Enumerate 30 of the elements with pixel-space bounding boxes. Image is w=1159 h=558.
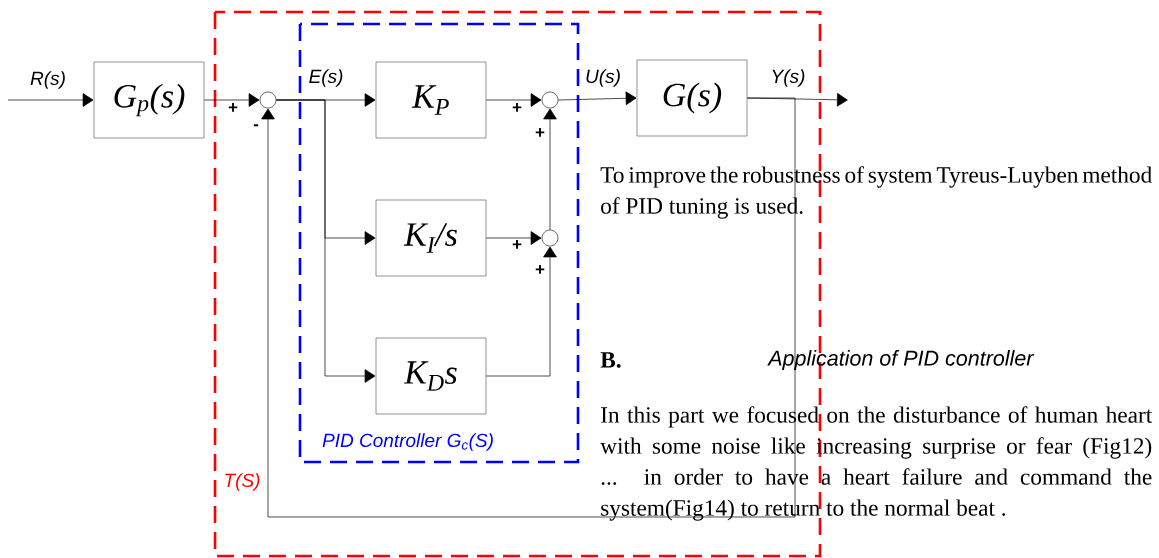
arrow [543,108,557,231]
sign-label: - [253,124,259,127]
edge-label: E(s) [307,68,345,88]
arrow [275,99,376,383]
arrow [203,93,260,107]
arrow [485,93,542,107]
paragraph: To improve the robustness of system Tyreus-Luyben method of PID tuning is used. [600,166,1152,219]
arrow [485,231,542,245]
block-box: K$_{P}$ [375,61,487,139]
arrow [557,91,637,106]
summing-junction [541,91,559,109]
sign-label: + [228,103,238,112]
sign-label: + [512,240,522,249]
summing-junction [259,91,277,109]
section-heading: Application of PID controller [767,350,1035,371]
block-box: K$_{I}$/s [375,199,487,277]
arrow [261,97,796,518]
sign-label: + [535,128,545,137]
edge-label: U(s) [584,68,622,88]
edge-label: Y(s) [769,68,807,88]
edge-label: R(s) [29,70,67,90]
block-box: G(s) [636,59,748,137]
block-box: G$_{p}$(s) [93,61,205,139]
summing-junction [541,229,559,247]
arrow [485,246,557,377]
block-box: K$_{D}$s [375,337,487,415]
sign-label: + [535,265,545,274]
arrow [7,93,94,107]
section-number: B. [600,352,621,368]
sign-label: + [512,103,522,112]
